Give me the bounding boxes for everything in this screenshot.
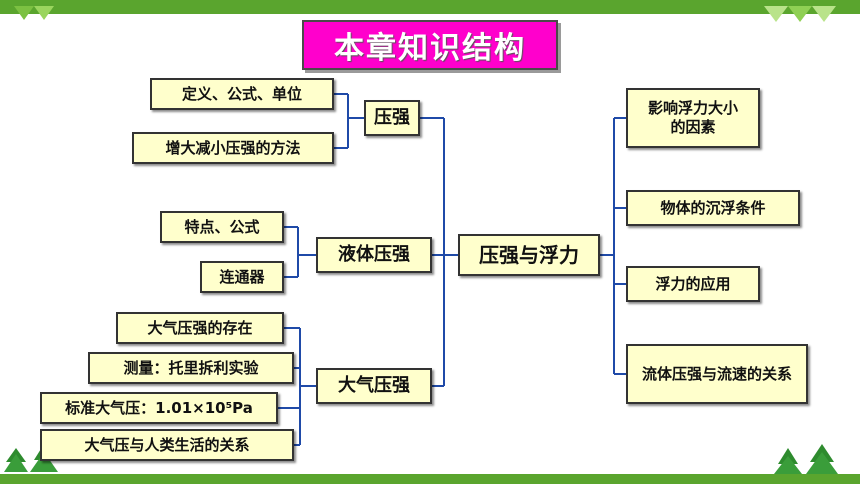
node-liquid-pressure: 液体压强 bbox=[316, 237, 432, 273]
bottom-banner bbox=[0, 474, 860, 484]
node-sink-float-conditions: 物体的沉浮条件 bbox=[626, 190, 800, 226]
leaf-decoration-icon bbox=[14, 6, 836, 22]
center-node: 压强与浮力 bbox=[458, 234, 600, 276]
node-atmospheric-pressure: 大气压强 bbox=[316, 368, 432, 404]
leaf-atmosphere-life: 大气压与人类生活的关系 bbox=[40, 429, 294, 461]
leaf-standard-atmosphere: 标准大气压：1.01×10⁵Pa bbox=[40, 392, 278, 424]
node-buoyancy-applications: 浮力的应用 bbox=[626, 266, 760, 302]
leaf-features-formula: 特点、公式 bbox=[160, 211, 284, 243]
leaf-connected-vessels: 连通器 bbox=[200, 261, 284, 293]
leaf-increase-decrease-pressure: 增大减小压强的方法 bbox=[132, 132, 334, 164]
top-banner bbox=[0, 0, 860, 14]
leaf-definition-formula-unit: 定义、公式、单位 bbox=[150, 78, 334, 110]
node-buoyancy-factors: 影响浮力大小的因素 bbox=[626, 88, 760, 148]
chapter-title: 本章知识结构 bbox=[302, 20, 558, 70]
node-fluid-pressure-velocity: 流体压强与流速的关系 bbox=[626, 344, 808, 404]
tree-right-icon bbox=[774, 444, 838, 474]
leaf-atmosphere-existence: 大气压强的存在 bbox=[116, 312, 284, 344]
leaf-torricelli-experiment: 测量：托里拆利实验 bbox=[88, 352, 294, 384]
node-pressure: 压强 bbox=[364, 100, 420, 136]
